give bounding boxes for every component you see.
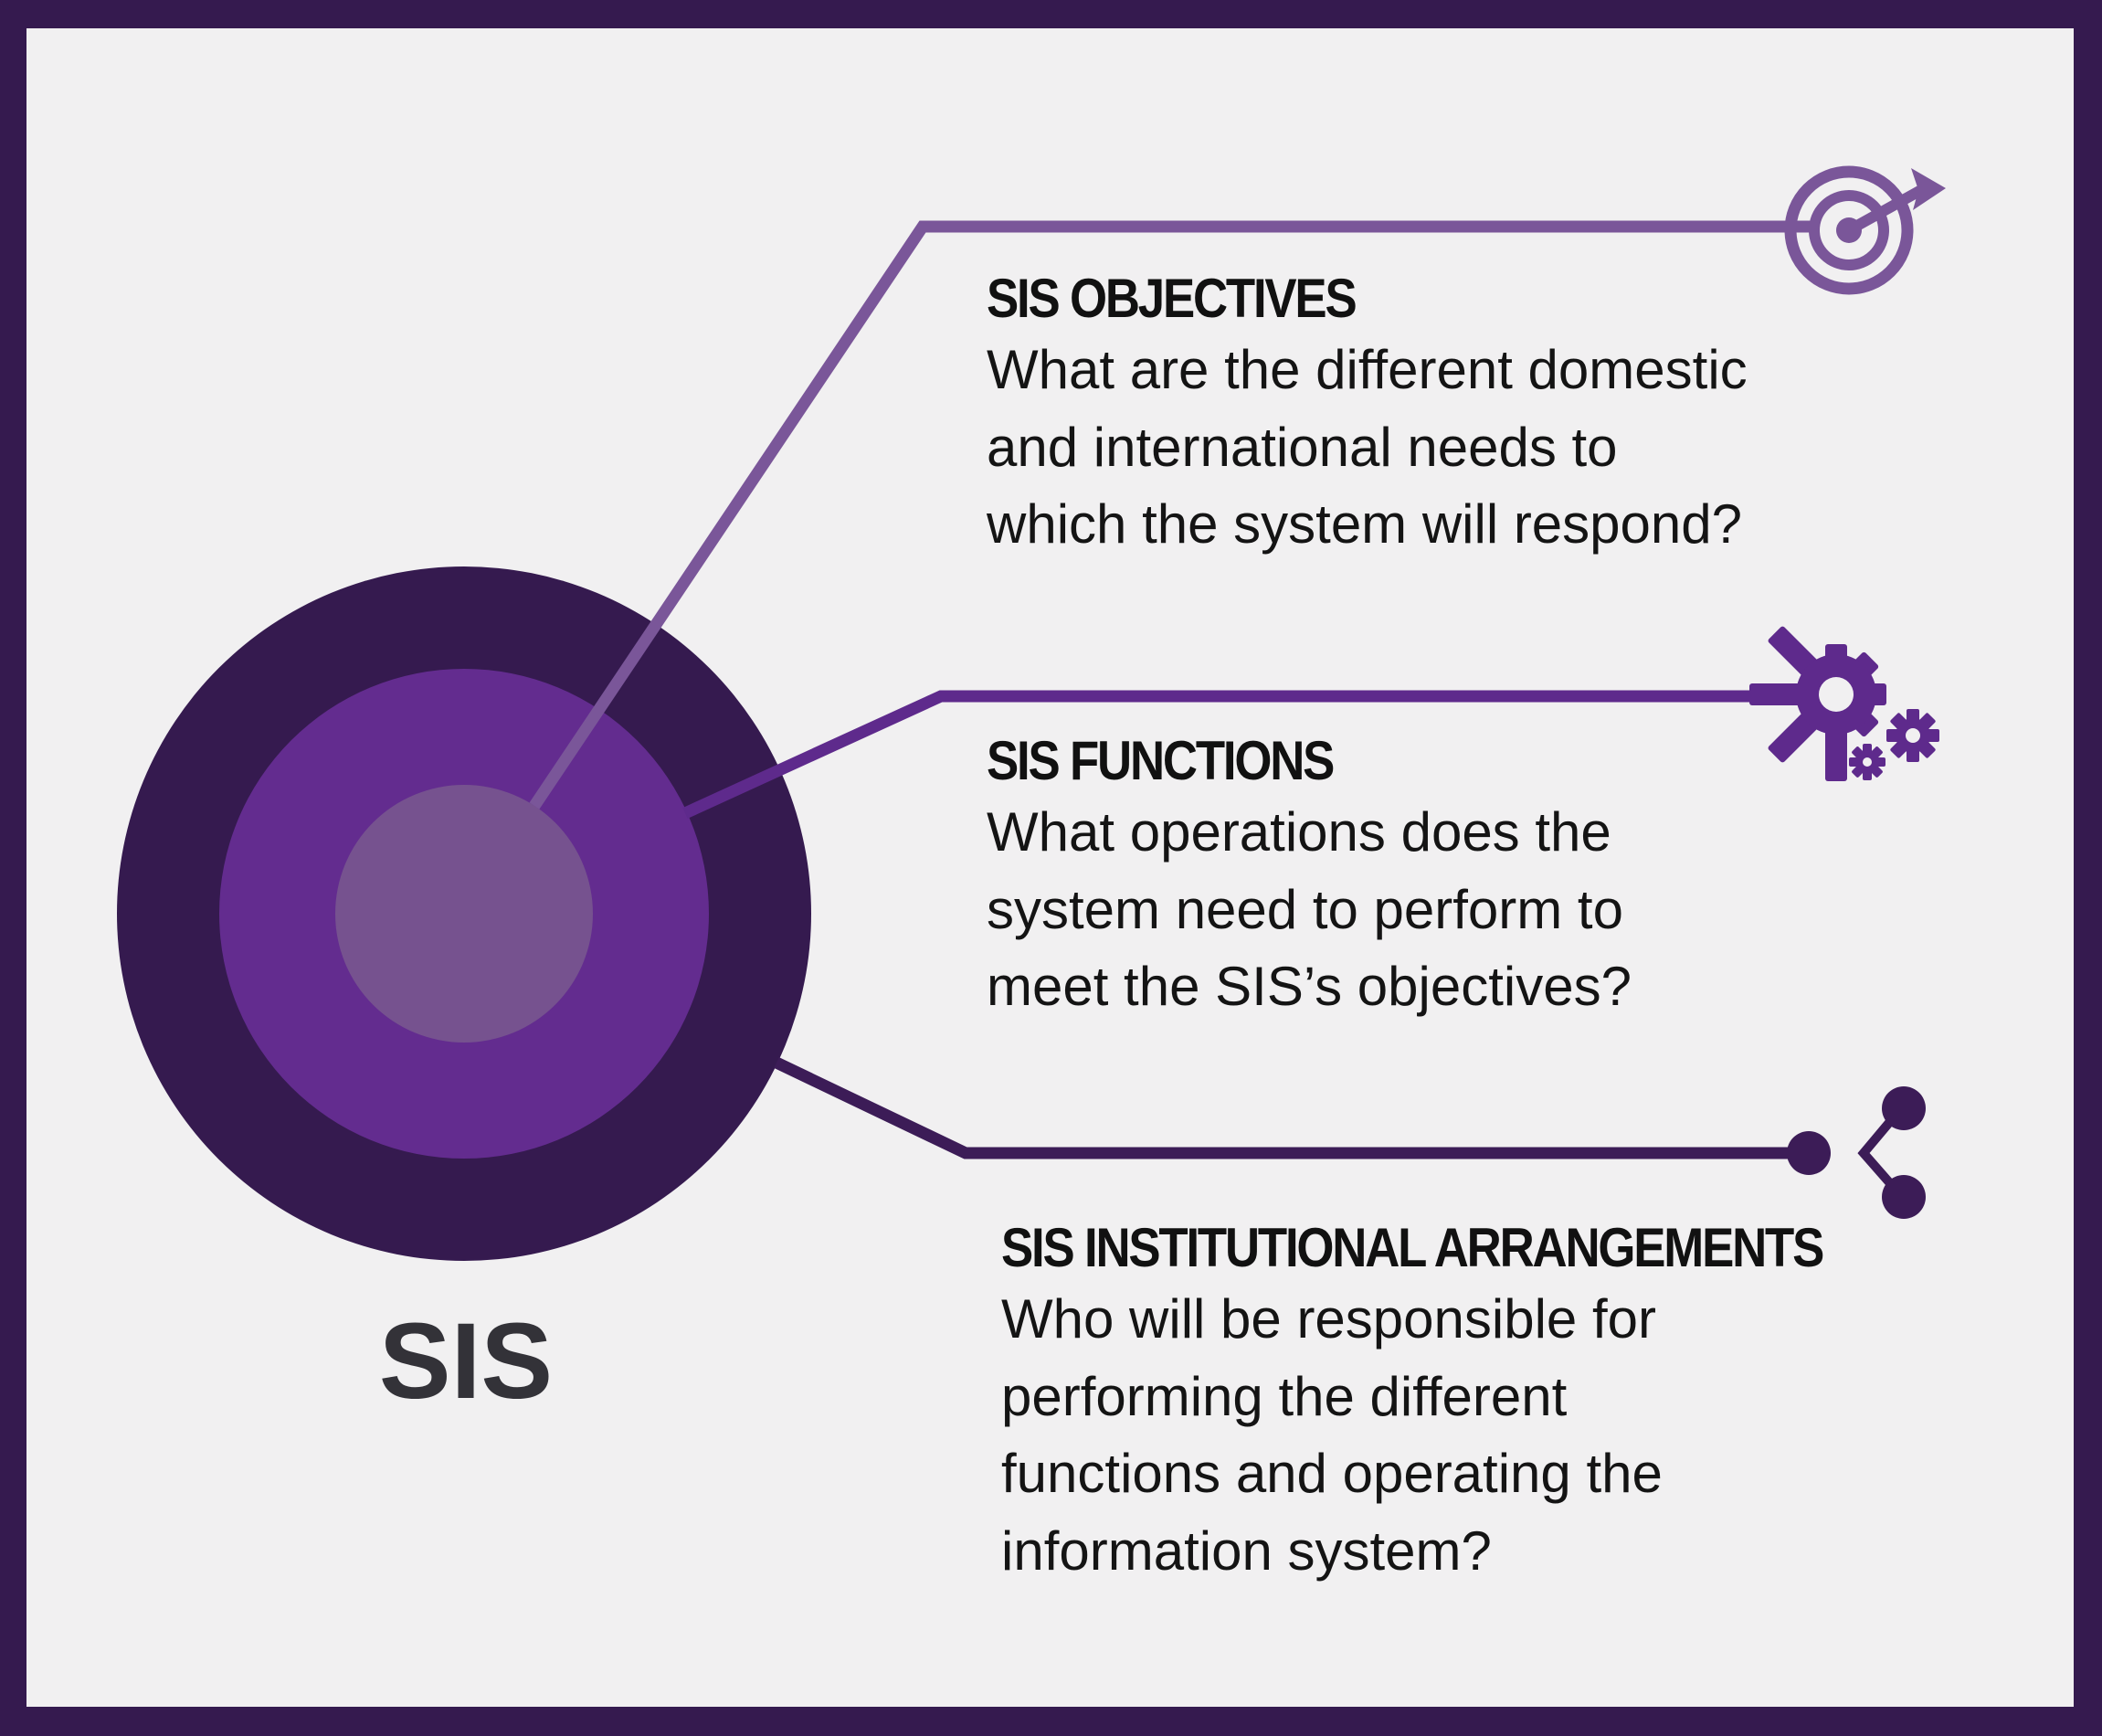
functions-heading: SIS FUNCTIONS [987, 730, 1335, 791]
gears-icon [1749, 626, 1939, 781]
objectives-section: SIS OBJECTIVES What are the different do… [987, 266, 1748, 564]
objectives-description-line: and international needs to [987, 416, 1618, 478]
institutional-description-line: information system? [1001, 1519, 1492, 1582]
institutional-description-line: functions and operating the [1001, 1443, 1663, 1504]
institutional-description-line: Who will be responsible for [1001, 1288, 1656, 1350]
functions-description-line: What operations does the [987, 801, 1611, 863]
objectives-heading: SIS OBJECTIVES [987, 268, 1357, 329]
center-sis-label: SIS [378, 1301, 554, 1422]
objectives-description-line: which the system will respond? [987, 493, 1743, 555]
institutional-arrangements-section: SIS INSTITUTIONAL ARRANGEMENTS Who will … [1001, 1215, 1935, 1590]
institutional-description-line: performing the different [1001, 1365, 1568, 1427]
share-network-icon [1787, 1086, 1926, 1219]
objectives-connector-line [529, 220, 1818, 810]
functions-description-line: meet the SIS’s objectives? [987, 956, 1632, 1017]
functions-section: SIS FUNCTIONS What operations does the s… [987, 728, 1632, 1026]
institutional-connector-line [774, 1057, 1804, 1159]
objectives-description-line: What are the different domestic [987, 339, 1748, 400]
target-icon [1784, 165, 1946, 295]
institutional-arrangements-heading: SIS INSTITUTIONAL ARRANGEMENTS [1001, 1217, 1824, 1278]
functions-description-line: system need to perform to [987, 878, 1623, 940]
inner-circle [335, 785, 593, 1043]
functions-connector-line [682, 690, 1813, 819]
